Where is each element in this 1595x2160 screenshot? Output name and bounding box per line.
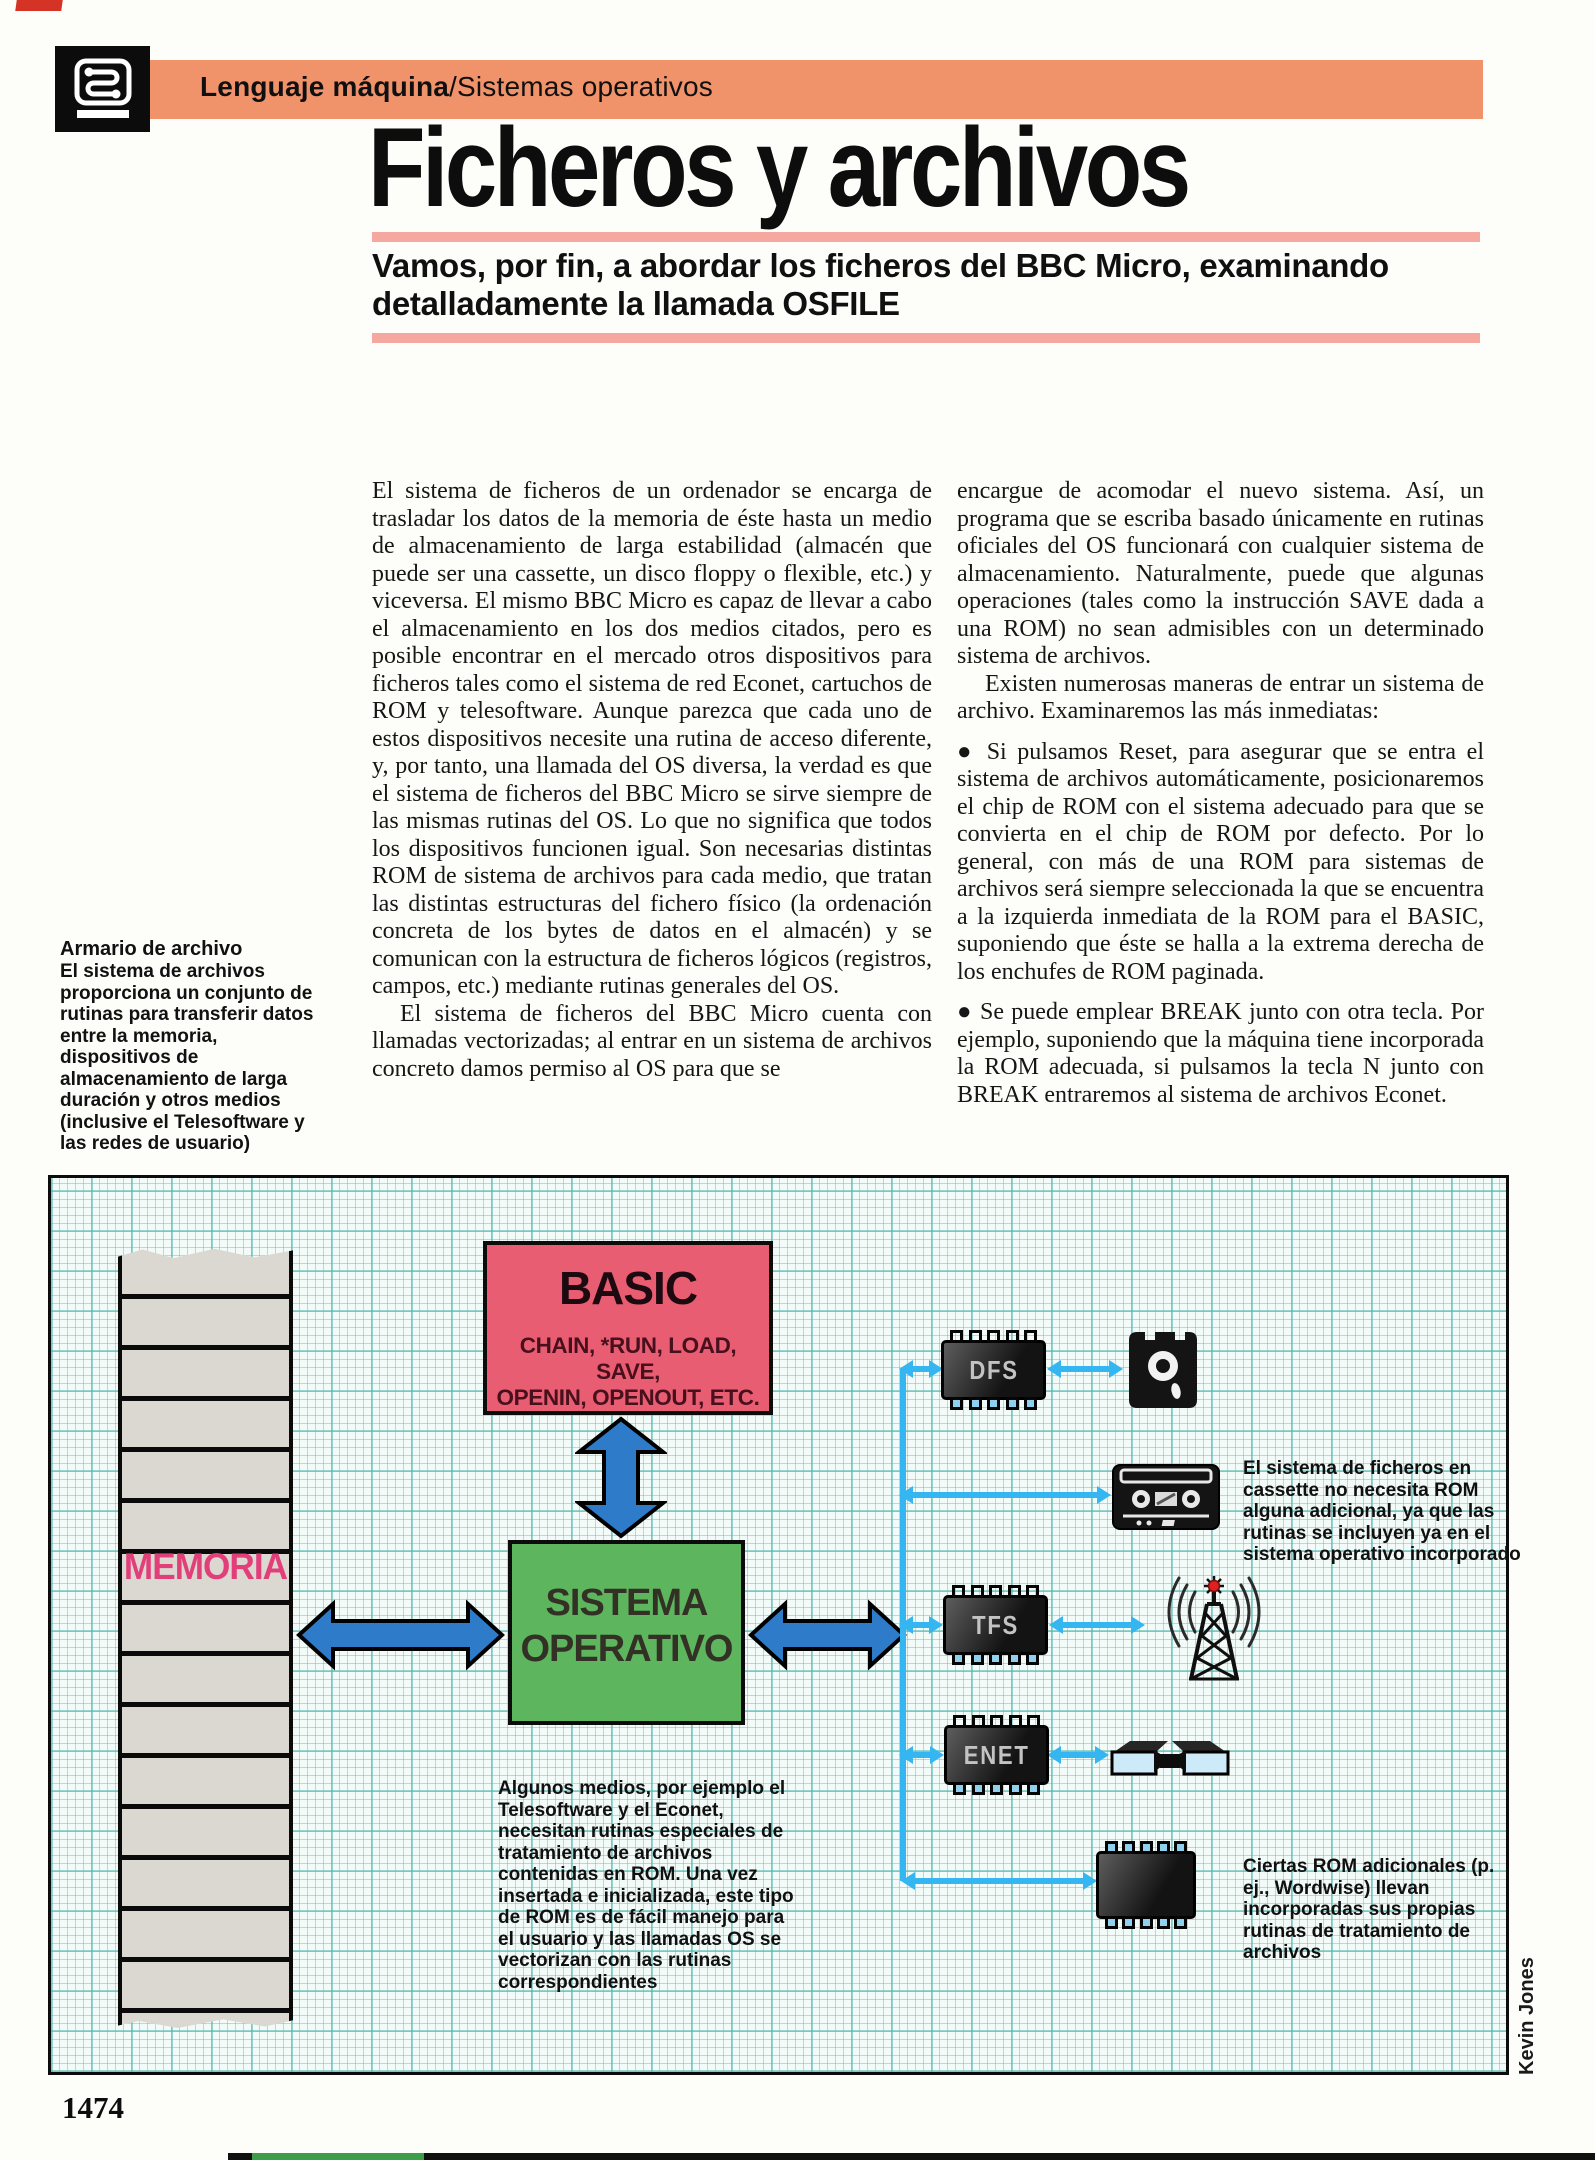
- arrow-tfs-tower: [1048, 1613, 1146, 1637]
- chip-pins: [953, 1782, 1040, 1795]
- memoria-stack: [118, 1248, 293, 2028]
- bullet-paragraph: ● Se puede emplear BREAK junto con otra …: [957, 999, 1484, 1108]
- chip-pins: [1105, 1916, 1187, 1929]
- arrow-bus-enet: [898, 1743, 945, 1767]
- basic-title: BASIC: [558, 1262, 698, 1314]
- chip-dfs: DFS: [941, 1330, 1046, 1410]
- pink-rule-bottom: [372, 333, 1480, 343]
- os-line2: OPERATIVO: [520, 1628, 734, 1670]
- chip-enet: ENET: [944, 1715, 1049, 1795]
- paragraph: encargue de acomodar el nuevo sistema. A…: [957, 478, 1484, 669]
- basic-ops-line1: CHAIN, *RUN, LOAD, SAVE,: [519, 1333, 737, 1384]
- article-subtitle: Vamos, por fin, a abordar los ficheros d…: [372, 247, 1389, 323]
- body-column-left: El sistema de ficheros de un ordenador s…: [372, 478, 932, 1083]
- basic-ops-line2: OPENIN, OPENOUT, ETC.: [496, 1385, 760, 1410]
- chip-pins: [1105, 1841, 1187, 1854]
- arrow-bus-rom: [900, 1869, 1098, 1893]
- section-icon-box: [55, 46, 150, 132]
- bottom-rule-green-segment: [252, 2153, 424, 2160]
- paragraph: El sistema de ficheros de un ordenador s…: [372, 478, 932, 999]
- chip-dfs-label: DFS: [968, 1354, 1019, 1385]
- note-os-rom: Algunos medios, por ejemplo el Telesoftw…: [498, 1778, 794, 1993]
- sidebar-body: El sistema de archivos proporciona un co…: [60, 961, 314, 1154]
- circuit-trace-icon: [73, 57, 133, 121]
- cassette-tape-icon: [1111, 1463, 1221, 1531]
- chip-pins: [953, 1715, 1040, 1728]
- chip-tfs-label: TFS: [972, 1609, 1019, 1640]
- arrow-dfs-floppy: [1046, 1357, 1124, 1381]
- basic-box: BASIC CHAIN, *RUN, LOAD, SAVE, OPENIN, O…: [483, 1241, 773, 1415]
- chip-tfs: TFS: [943, 1585, 1048, 1665]
- arrow-bus-cassette: [898, 1483, 1112, 1507]
- photographer-credit: Kevin Jones: [1516, 1957, 1538, 2075]
- chip-pins: [950, 1330, 1037, 1343]
- corner-registration-mark: [15, 0, 63, 11]
- arrow-os-bus: [747, 1592, 908, 1678]
- note-additional-rom: Ciertas ROM adicionales (p. ej., Wordwis…: [1243, 1856, 1495, 1963]
- radio-tower-icon: [1149, 1574, 1279, 1689]
- chip-pins: [952, 1652, 1039, 1665]
- body-column-right: encargue de acomodar el nuevo sistema. A…: [957, 478, 1484, 1109]
- econet-connector-icon: [1108, 1736, 1232, 1780]
- section-title: Lenguaje máquina/Sistemas operativos: [200, 71, 713, 103]
- floppy-disk-icon: [1123, 1328, 1203, 1411]
- bottom-rule: [228, 2153, 1595, 2160]
- note-cassette: El sistema de ficheros en cassette no ne…: [1243, 1458, 1521, 1565]
- arrow-enet-connector: [1046, 1743, 1110, 1767]
- chip-enet-label: ENET: [963, 1739, 1030, 1770]
- os-box: SISTEMA OPERATIVO: [508, 1540, 745, 1725]
- chip-pins: [950, 1397, 1037, 1410]
- arrow-bus-dfs: [898, 1357, 944, 1381]
- section-title-bold: Lenguaje máquina: [200, 71, 450, 102]
- subtitle-line2: detalladamente la llamada OSFILE: [372, 285, 900, 322]
- pink-rule-top: [372, 232, 1480, 242]
- arrow-memoria-os: [295, 1592, 506, 1678]
- subtitle-line1: Vamos, por fin, a abordar los ficheros d…: [372, 247, 1389, 284]
- chip-rom: [1096, 1841, 1196, 1929]
- section-banner: [55, 60, 1483, 119]
- arrow-basic-os: [575, 1415, 667, 1540]
- paragraph: Existen numerosas maneras de entrar un s…: [957, 670, 1484, 725]
- arrow-bus-tfs: [898, 1613, 944, 1637]
- sidebar-heading: Armario de archivo: [60, 938, 243, 960]
- bullet-paragraph: ● Si pulsamos Reset, para asegurar que s…: [957, 738, 1484, 985]
- sidebar-note: Armario de archivo El sistema de archivo…: [60, 938, 316, 1155]
- filesystem-diagram: MEMORIA BASIC CHAIN, *RUN, LOAD, SAVE, O…: [48, 1175, 1521, 2075]
- paragraph: El sistema de ficheros del BBC Micro cue…: [372, 1000, 932, 1082]
- os-line1: SISTEMA: [545, 1582, 709, 1624]
- page-number: 1474: [62, 2090, 124, 2125]
- article-title: Ficheros y archivos: [368, 105, 1191, 230]
- memoria-label: MEMORIA: [123, 1546, 288, 1587]
- section-title-rest: /Sistemas operativos: [449, 71, 713, 102]
- chip-pins: [952, 1585, 1039, 1598]
